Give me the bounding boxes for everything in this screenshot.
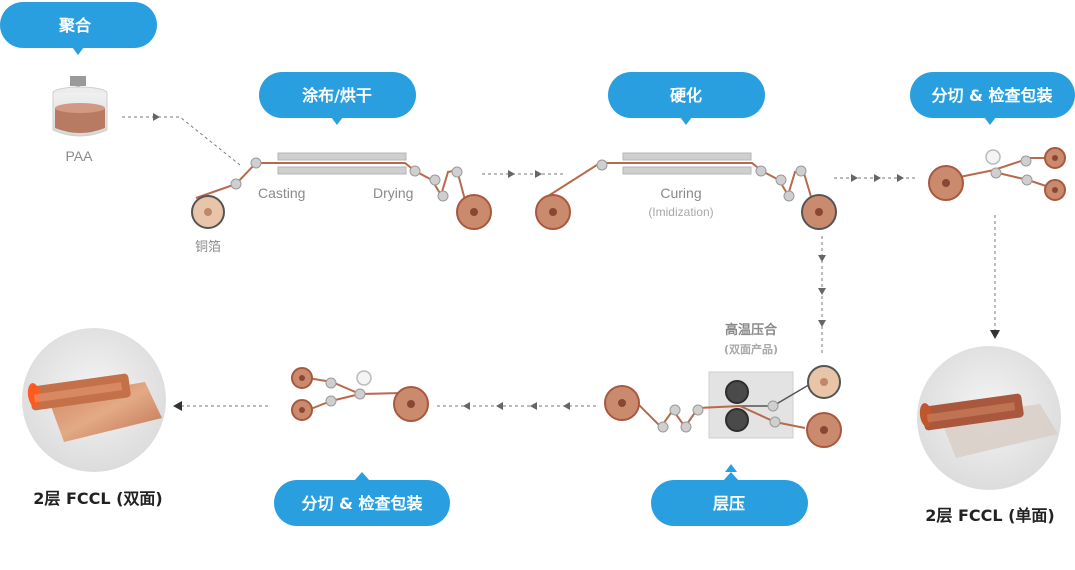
step-curing: 硬化 xyxy=(608,72,765,125)
step-lamination: 层压 xyxy=(651,464,808,526)
step-polymerize-label: 聚合 xyxy=(58,16,92,35)
double-side-result-label: 2层 FCCL (双面) xyxy=(33,489,163,508)
paa-label: PAA xyxy=(66,148,94,164)
lamination-line xyxy=(604,365,842,448)
slitting-top-line xyxy=(928,147,1066,201)
double-product-label: (双面产品) xyxy=(724,342,778,356)
step-curing-label: 硬化 xyxy=(670,86,702,105)
flow-paa-to-casting xyxy=(122,116,241,166)
imidization-label: (Imidization) xyxy=(648,205,713,219)
step-slitting-top-label: 分切 & 检查包装 xyxy=(931,86,1052,105)
step-coating: 涂布/烘干 xyxy=(259,72,416,125)
single-side-product-image xyxy=(917,346,1061,490)
step-slitting-bottom: 分切 & 检查包装 xyxy=(274,472,450,526)
hot-press-label: 高温压合 xyxy=(725,322,778,338)
curing-line xyxy=(535,152,837,230)
casting-label: Casting xyxy=(258,185,305,201)
step-coating-label: 涂布/烘干 xyxy=(302,86,372,105)
paa-beaker-icon xyxy=(52,76,108,137)
curing-en-label: Curing xyxy=(660,185,701,201)
step-slitting-top: 分切 & 检查包装 xyxy=(910,72,1075,125)
copper-foil-label: 铜箔 xyxy=(195,239,221,255)
press-roller-top-icon xyxy=(725,380,749,404)
coating-line xyxy=(191,152,492,230)
double-side-product-image xyxy=(22,328,166,472)
drying-label: Drying xyxy=(373,185,413,201)
step-polymerize: 聚合 xyxy=(0,2,157,55)
single-side-result-label: 2层 FCCL (单面) xyxy=(925,506,1055,525)
press-roller-bottom-icon xyxy=(725,408,749,432)
flow-arrow xyxy=(153,113,160,121)
step-lamination-label: 层压 xyxy=(713,494,745,513)
slitting-bottom-line xyxy=(291,367,429,422)
step-slitting-bottom-label: 分切 & 检查包装 xyxy=(301,494,422,513)
